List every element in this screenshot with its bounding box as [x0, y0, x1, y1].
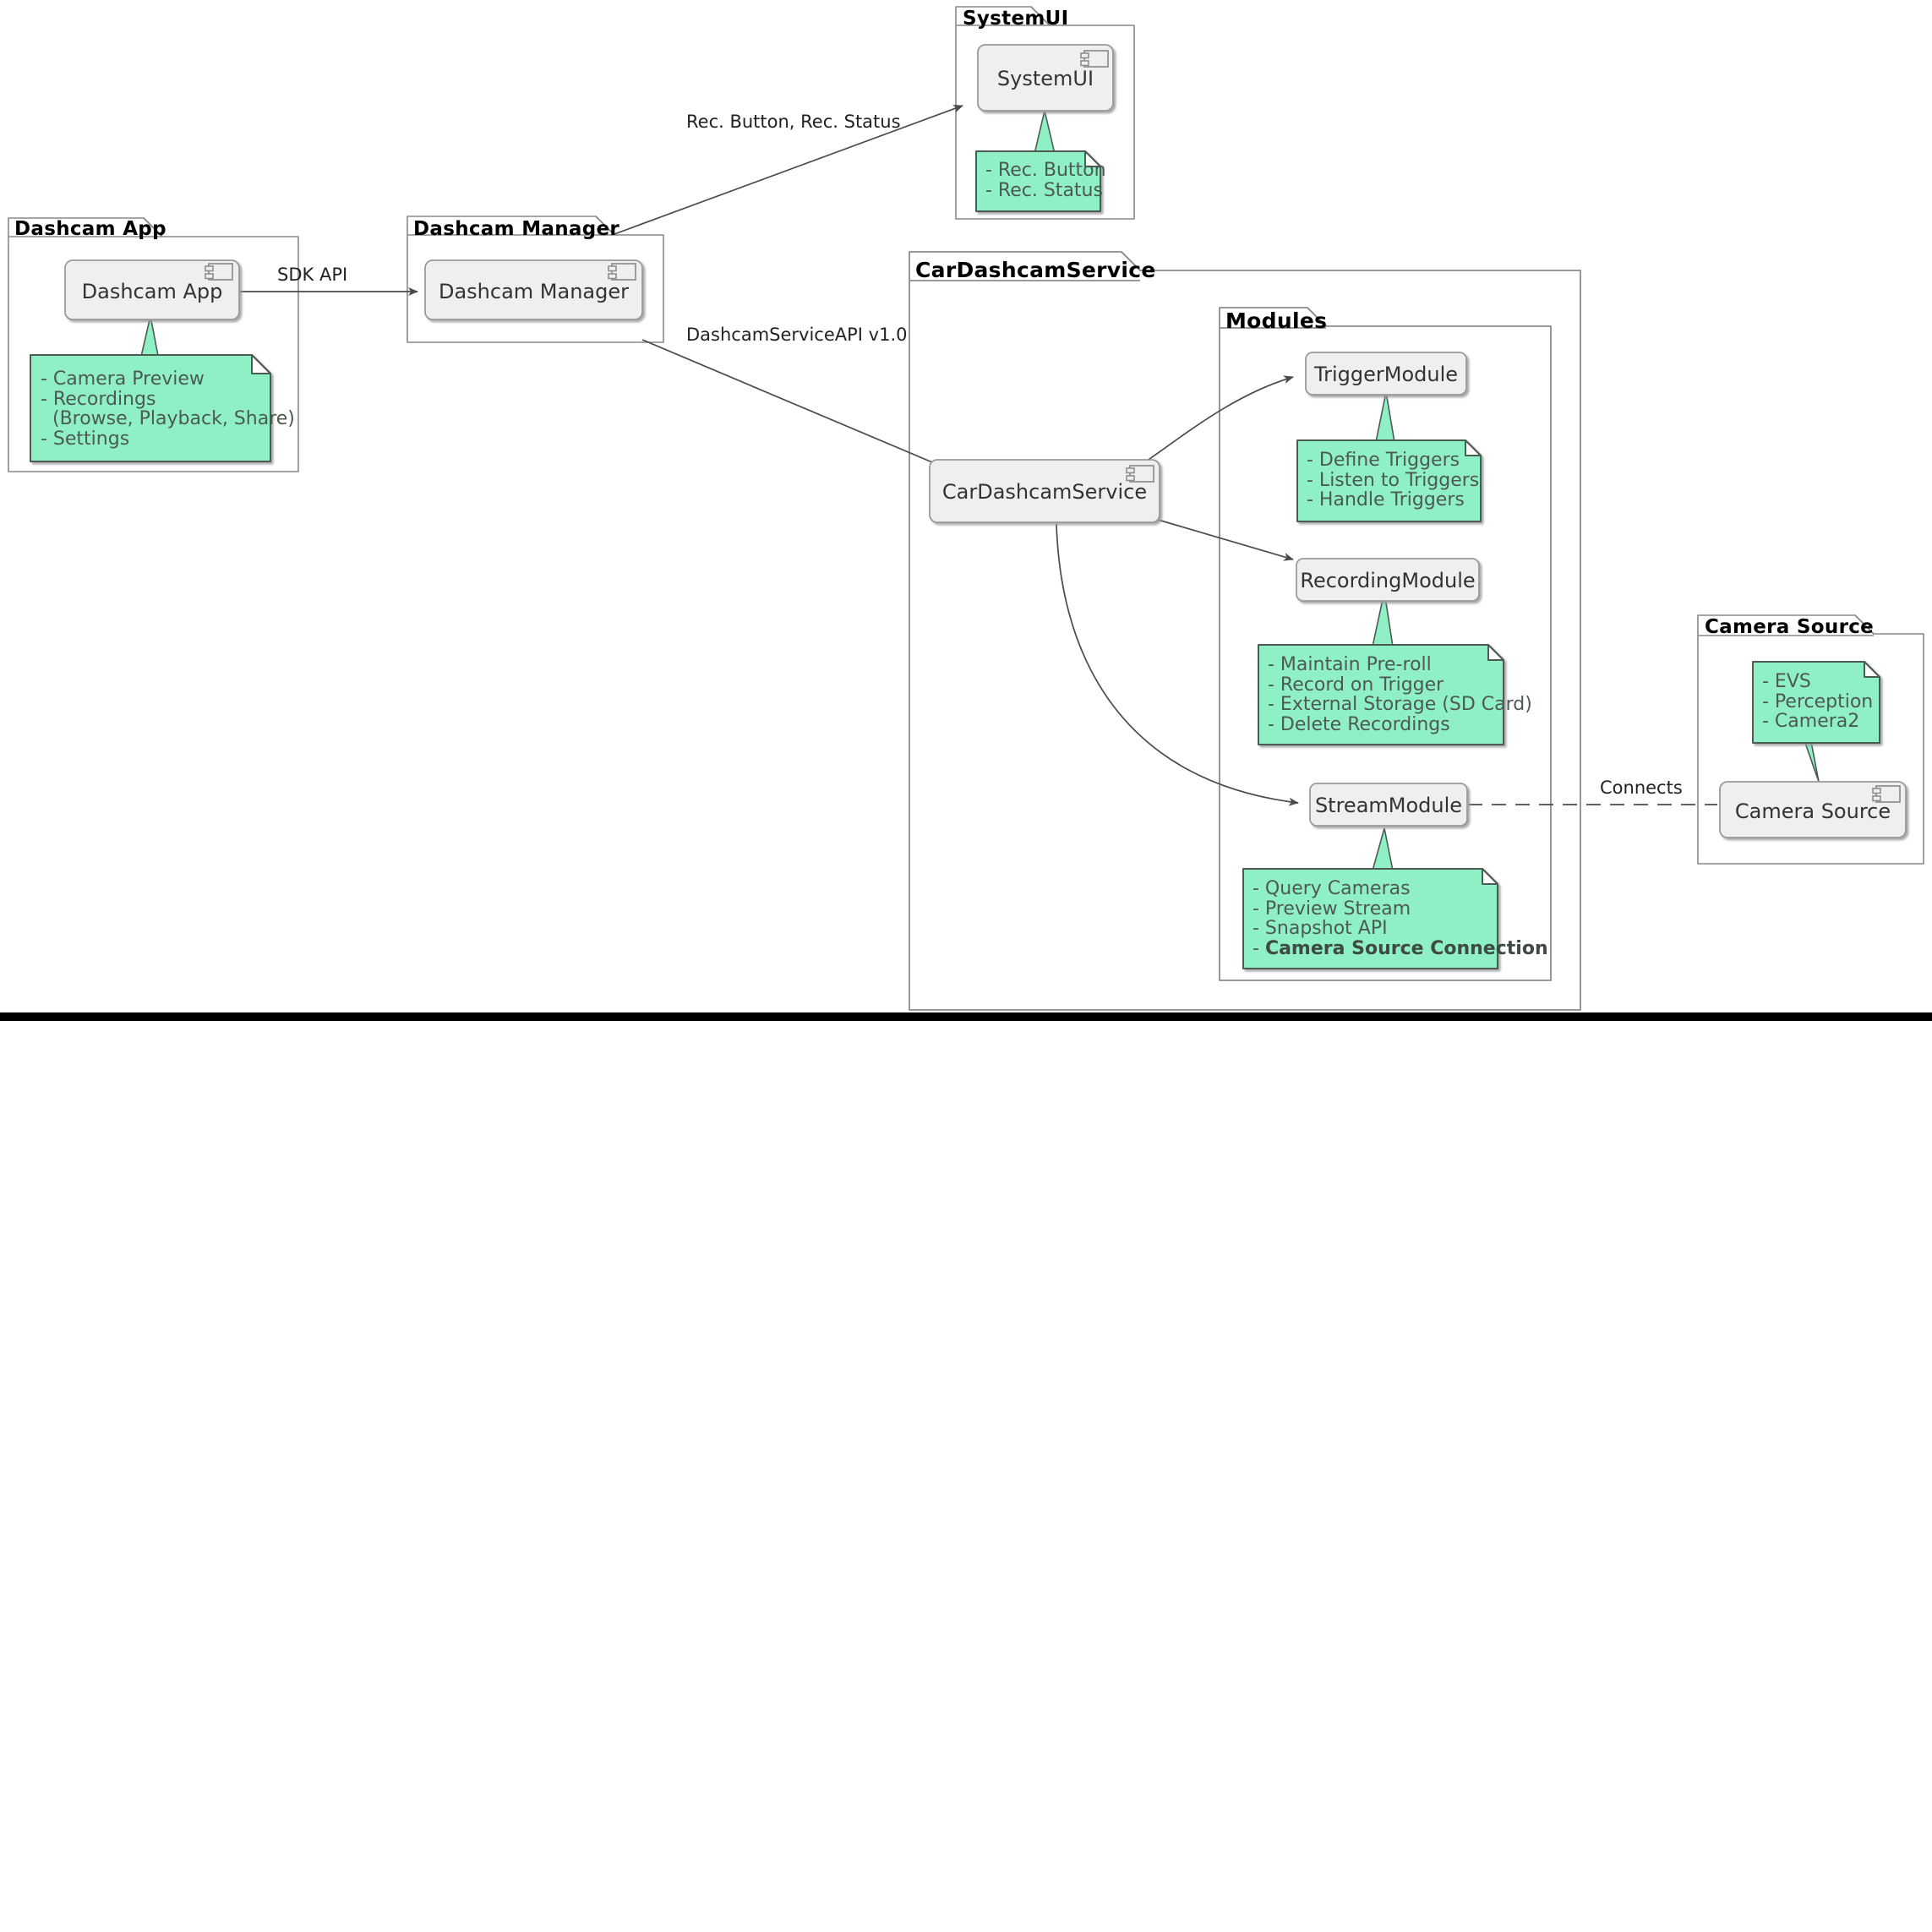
note-streammodule — [1242, 868, 1498, 969]
edge-to-recordingmodule — [1149, 516, 1294, 561]
note-body-camera-source: - EVS- Perception- Camera2 — [1762, 671, 1874, 733]
component-label-dashcam-app: Dashcam App — [81, 280, 223, 303]
component-icon — [608, 263, 636, 281]
note-camera-source — [1752, 661, 1880, 744]
component-camera-source[interactable] — [1719, 781, 1907, 838]
edge-label-dashcamserviceapi: DashcamServiceAPI v1.0 — [686, 325, 908, 345]
package-title-dashcam-manager: Dashcam Manager — [413, 218, 620, 240]
note-body-dashcam-app: - Camera Preview- Recordings (Browse, Pl… — [41, 368, 295, 450]
component-label-streammodule: StreamModule — [1314, 794, 1463, 817]
edge-to-streammodule — [1056, 523, 1299, 806]
package-title-cardashcamservice: CarDashcamService — [915, 258, 1156, 282]
component-streammodule[interactable] — [1309, 783, 1468, 827]
edge-label-rec-button-status: Rec. Button, Rec. Status — [686, 112, 901, 132]
note-body-streammodule: - Query Cameras- Preview Stream- Snapsho… — [1253, 878, 1548, 959]
component-label-cardashcamservice: CarDashcamService — [941, 480, 1148, 504]
note-triggermodule — [1296, 439, 1482, 522]
component-dashcam-app[interactable] — [64, 259, 240, 320]
component-icon — [1080, 50, 1109, 68]
component-icon — [1126, 465, 1154, 483]
note-body-recordingmodule: - Maintain Pre-roll- Record on Trigger- … — [1268, 654, 1532, 735]
bottom-bar — [0, 1012, 1932, 1021]
package-title-camera-source: Camera Source — [1705, 616, 1875, 638]
note-dashcam-app — [30, 354, 271, 462]
edge-rec-button-status — [614, 105, 963, 235]
component-triggermodule[interactable] — [1305, 352, 1467, 396]
component-systemui[interactable] — [977, 44, 1114, 112]
component-cardashcamservice[interactable] — [929, 459, 1160, 523]
package-title-systemui: SystemUI — [963, 8, 1069, 30]
edge-dashcamserviceapi — [641, 339, 949, 470]
component-label-camera-source: Camera Source — [1734, 800, 1891, 823]
component-icon — [205, 263, 233, 281]
edge-label-sdk-api: SDK API — [277, 265, 348, 285]
component-dashcam-manager[interactable] — [424, 259, 643, 320]
package-title-modules: Modules — [1225, 308, 1328, 333]
component-label-triggermodule: TriggerModule — [1313, 363, 1459, 386]
component-recordingmodule[interactable] — [1296, 558, 1480, 602]
diagram-svg — [8, 6, 1924, 1011]
package-title-dashcam-app: Dashcam App — [14, 218, 166, 240]
component-label-dashcam-manager: Dashcam Manager — [438, 280, 629, 303]
edge-label-connects: Connects — [1600, 778, 1683, 798]
note-systemui — [975, 150, 1101, 212]
component-label-recordingmodule: RecordingModule — [1300, 569, 1476, 592]
component-icon — [1872, 785, 1901, 803]
component-label-systemui: SystemUI — [996, 67, 1094, 90]
note-recordingmodule — [1258, 644, 1504, 745]
note-body-triggermodule: - Define Triggers- Listen to Triggers- H… — [1307, 450, 1480, 511]
note-body-systemui: - Rec. Button- Rec. Status — [985, 160, 1106, 201]
